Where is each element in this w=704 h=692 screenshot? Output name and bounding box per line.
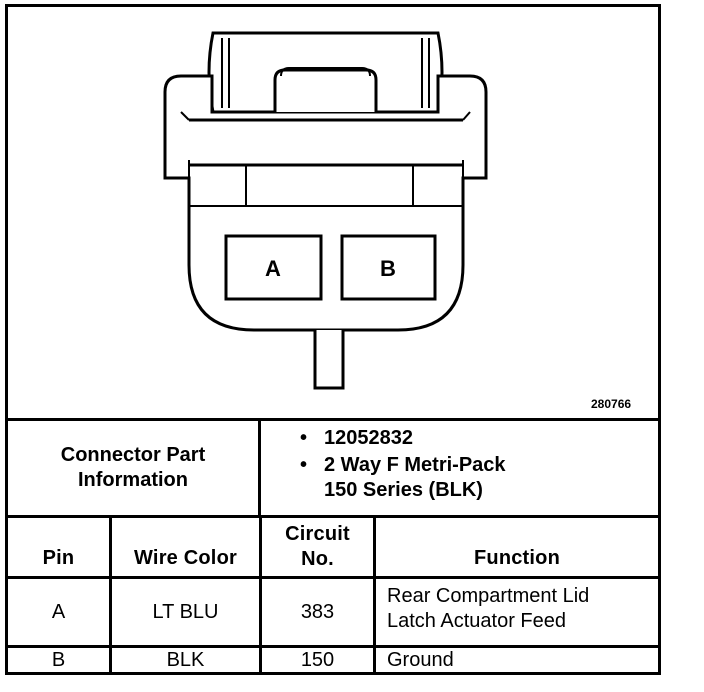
divider-drawing-info — [5, 418, 661, 421]
divider-row-a-b — [5, 645, 661, 648]
pin-cavity-b — [340, 234, 437, 301]
figure-id: 280766 — [591, 397, 632, 411]
pin-label-a: A — [265, 256, 281, 281]
header-circuit-line1: Circuit — [285, 523, 350, 545]
pin-label-b: B — [380, 256, 396, 281]
divider-info-table — [5, 515, 661, 518]
row-a-function-line1: Rear Compartment Lid — [387, 585, 590, 607]
row-a-circuit: 383 — [300, 600, 335, 623]
header-circuit: Circuit No. — [262, 518, 373, 576]
info-header-line2: Information — [78, 469, 188, 491]
header-circuit-line2: No. — [301, 548, 334, 570]
col-divider-1 — [109, 515, 112, 672]
info-header-line1: Connector Part — [60, 444, 206, 466]
divider-header-rows — [5, 576, 661, 579]
row-b-wire-color: BLK — [166, 648, 205, 671]
header-wire-color: Wire Color — [134, 546, 237, 569]
connector-body — [163, 74, 488, 332]
row-b-function: Ground — [387, 649, 454, 671]
col-divider-3 — [373, 515, 376, 672]
connector-info-header: Connector Part Information — [8, 420, 258, 516]
col-divider-2 — [259, 515, 262, 672]
wire-stub — [313, 330, 345, 390]
part-number: 12052832 — [324, 427, 413, 449]
description-line1: 2 Way F Metri-Pack — [324, 454, 506, 476]
row-b-circuit: 150 — [300, 648, 335, 671]
description-item: •2 Way F Metri-Pack — [300, 454, 506, 476]
connector-info-list: •12052832 •2 Way F Metri-Pack 150 Series… — [300, 426, 506, 503]
divider-info — [258, 418, 261, 517]
description-line2: 150 Series (BLK) — [324, 479, 483, 501]
header-function: Function — [473, 546, 561, 569]
row-b-pin: B — [51, 648, 66, 671]
row-a-function: Rear Compartment Lid Latch Actuator Feed — [387, 584, 657, 642]
row-a-function-line2: Latch Actuator Feed — [387, 610, 567, 632]
header-pin: Pin — [42, 546, 75, 569]
row-a-wire-color: LT BLU — [152, 600, 219, 623]
center-tab — [273, 68, 378, 112]
pin-cavity-a — [224, 234, 323, 301]
part-number-item: •12052832 — [300, 427, 413, 449]
connector-drawing: A B — [163, 31, 488, 390]
row-a-pin: A — [51, 600, 66, 623]
diagram-frame — [5, 4, 661, 675]
